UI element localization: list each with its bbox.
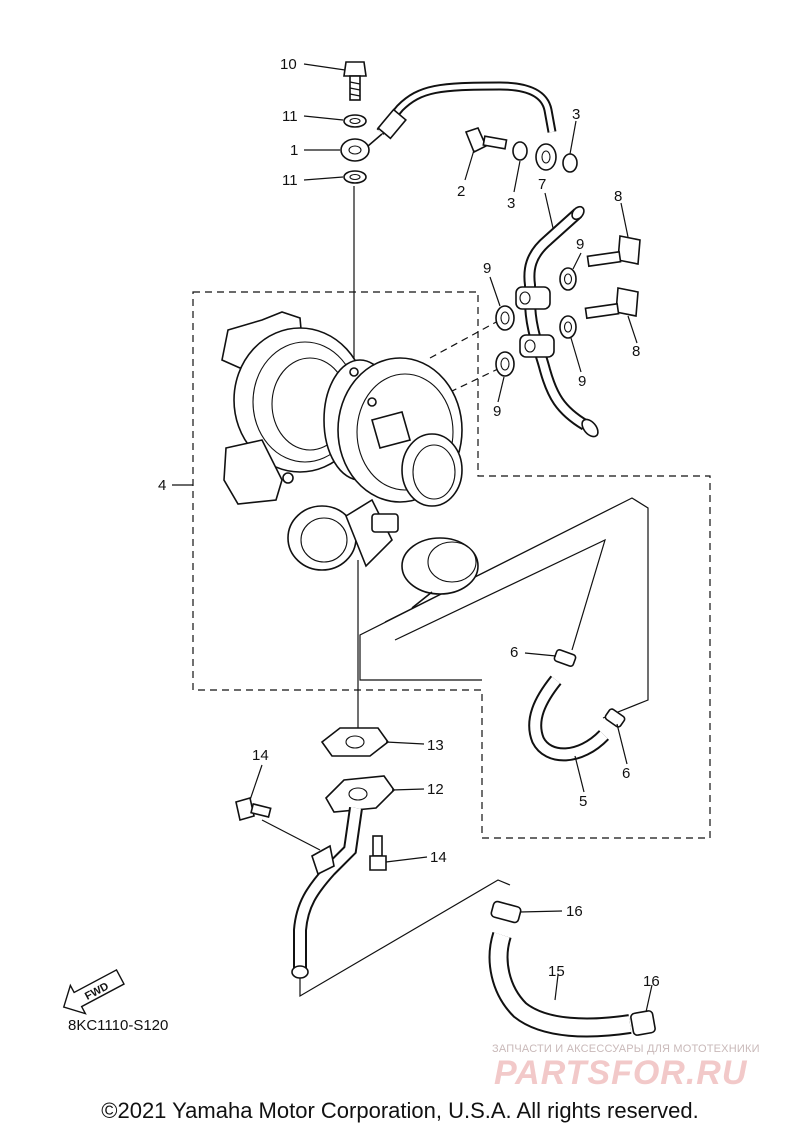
exhaust-inlet-neck [223,439,283,505]
vacuum-hose-inner [530,676,608,760]
watermark-tagline: ЗАПЧАСТИ И АКСЕССУАРЫ ДЛЯ МОТОТЕХНИКИ [492,1043,760,1055]
callout-11-upper: 11 [282,108,298,125]
callout-13: 13 [427,737,444,754]
fwd-arrow-icon: FWD [62,968,125,1015]
bolt-14-right-shank [372,835,383,857]
callout-16-upper: 16 [566,903,583,920]
guide-dash-lower [449,367,501,393]
pipe-collar [377,108,407,140]
bolt-threads [349,81,361,97]
drain-flange-hole [348,787,368,801]
callout-8-upper: 8 [614,188,622,205]
hose-clamp-lower [630,1010,656,1036]
banjo-bolt [464,127,488,154]
callout-10: 10 [280,56,297,73]
washer-3b [562,153,578,173]
callout-14-left: 14 [252,747,269,764]
callout-11-lower: 11 [282,172,298,189]
callout-15: 15 [548,963,565,980]
leader-lines [172,63,653,1013]
washer-lower-hole [349,173,361,181]
compressor-outlet-tab [371,411,411,449]
drain-pipe-bracket [311,844,335,876]
banjo-right-hole [541,150,551,164]
guide-bracket [261,819,321,851]
banjo-hole [348,145,362,155]
callout-6-upper: 6 [510,644,518,661]
drain-pipe-end [291,965,309,979]
callout-6-lower: 6 [622,765,630,782]
drain-hose-inner [490,932,632,1036]
return-pipe-end-top [571,205,585,221]
compressor-inlet-bore [412,444,456,500]
guide-frame [359,497,649,719]
outlet-elbow-bore [300,517,348,563]
banjo-neck [367,133,383,147]
housing-bolt-c [349,367,359,377]
flange-bolt-lower-shank [584,302,620,320]
hose-clip-lower [604,708,626,728]
flange-bolt-upper [617,235,641,265]
gasket-9b-hole [563,273,573,285]
washer-upper-hole [349,117,361,125]
diagram-code: 8KC1110-S120 [68,1017,168,1034]
bolt-14-left-head [235,796,255,822]
oil-feed-pipe [376,81,557,135]
hose-clip-upper [553,648,577,668]
wastegate-actuator-cap [427,541,477,583]
gasket-13-hole [345,735,365,749]
guide-dash-upper [429,319,501,359]
flange-bolt-lower [615,287,639,317]
watermark-brand: PARTSFOR.RU [494,1054,748,1092]
elbow-body [345,498,393,568]
callout-16-lower: 16 [643,973,660,990]
oil-feed-pipe-inner [378,83,555,134]
gasket-9c-hole [563,321,573,333]
hose-clamp-upper [490,900,522,924]
callout-3-left: 3 [507,195,515,212]
banjo-bolt-shank [482,135,508,150]
callout-1: 1 [290,142,298,159]
turbocharger-assembly [221,311,479,609]
callout-2: 2 [457,183,465,200]
callout-9-lower-right: 9 [578,373,586,390]
callout-7: 7 [538,176,546,193]
housing-bolt-b [367,397,377,407]
return-pipe-end-bottom [581,418,599,438]
bolt-14-left-shank [250,802,272,818]
fwd-label: FWD [83,980,111,1002]
callout-4: 4 [158,477,166,494]
callout-14-right: 14 [430,849,447,866]
callout-12: 12 [427,781,444,798]
actuator-rod [411,591,433,609]
callout-9-upper-right: 9 [576,236,584,253]
return-flange-upper-hole [519,291,531,305]
callout-labels: 10 11 1 11 3 2 3 7 8 9 9 8 9 9 4 6 6 5 1… [158,56,660,990]
housing-bolt-a [282,472,294,484]
assembly-boundary [192,291,711,839]
washer-3a [512,141,528,161]
callout-3-right: 3 [572,106,580,123]
callout-9-lower-left: 9 [493,403,501,420]
oil-drain-pipe-inner [295,807,361,972]
sensor-block [371,513,399,533]
gasket-9a-hole [500,311,510,325]
guide-fwd-pipe [299,879,511,998]
bolt-14-right-head [369,855,387,871]
flange-bolt-upper-shank [586,250,622,268]
return-flange-lower-hole [524,339,536,353]
gasket-9d-hole [500,357,510,371]
callout-9-upper-left: 9 [483,260,491,277]
callout-8-lower: 8 [632,343,640,360]
callout-5: 5 [579,793,587,810]
copyright-footer: ©2021 Yamaha Motor Corporation, U.S.A. A… [101,1098,699,1123]
union-bolt [343,61,367,77]
